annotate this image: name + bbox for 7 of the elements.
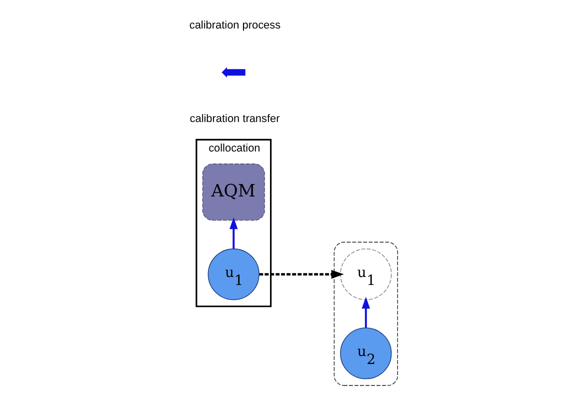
arrow (258, 270, 344, 279)
cluster (333, 242, 398, 386)
arrow (229, 217, 238, 249)
arrow (361, 296, 370, 328)
node-box: AQM (202, 164, 264, 221)
legend-label: calibration process (188, 19, 280, 32)
label: calibration transfer (189, 113, 280, 126)
